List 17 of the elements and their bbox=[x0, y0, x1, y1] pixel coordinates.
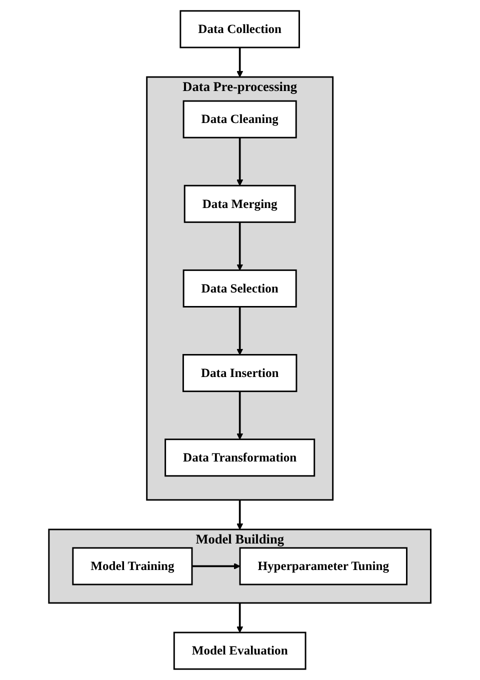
node-box: Data Selection bbox=[182, 269, 297, 308]
node-box: Data Cleaning bbox=[182, 100, 297, 138]
node-box: Data Collection bbox=[180, 10, 300, 48]
node-box: Model Training bbox=[72, 547, 193, 586]
arrow bbox=[236, 500, 244, 530]
arrow bbox=[236, 391, 244, 440]
arrow bbox=[236, 222, 244, 270]
arrow bbox=[236, 602, 244, 633]
node-box: Hyperparameter Tuning bbox=[239, 547, 408, 586]
node-box: Data Insertion bbox=[182, 354, 298, 392]
node-box: Data Merging bbox=[184, 184, 296, 223]
node-box: Model Evaluation bbox=[174, 632, 306, 670]
arrow bbox=[192, 562, 240, 570]
node-box: Data Transformation bbox=[164, 438, 316, 477]
arrow bbox=[236, 138, 244, 186]
arrow bbox=[236, 47, 244, 78]
arrow bbox=[236, 306, 244, 356]
